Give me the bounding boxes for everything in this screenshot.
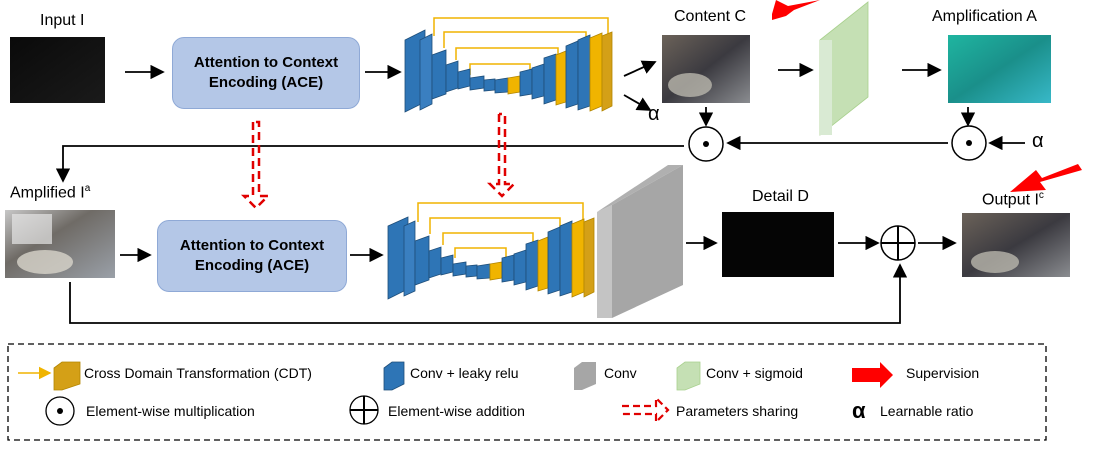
legend-cdt: Cross Domain Transformation (CDT) (84, 365, 312, 381)
add-operator (880, 225, 916, 261)
supervision-arrow-content (772, 0, 820, 20)
sharing-arrow-unet (486, 112, 518, 198)
legend-sharing: Parameters sharing (676, 403, 799, 419)
input-label: Input I (40, 12, 85, 29)
sharing-arrow-ace (240, 120, 272, 210)
output-label-text: Output I (982, 191, 1039, 209)
multiply-legend-icon (45, 396, 75, 426)
legend-ratio: Learnable ratio (880, 403, 974, 419)
legend-add: Element-wise addition (388, 403, 525, 419)
output-label-superscript: c (1038, 190, 1044, 201)
ace-box-bottom: Attention to Context Encoding (ACE) (157, 220, 347, 292)
sharing-legend-icon (622, 395, 670, 425)
supervision-icon (852, 362, 893, 388)
legend-supervision: Supervision (906, 365, 980, 381)
amplification-label: Amplification A (932, 8, 1037, 25)
content-image-detail (668, 73, 712, 97)
add-legend-icon (349, 395, 379, 425)
unet-bottom (387, 202, 595, 300)
ace-box-top: Attention to Context Encoding (ACE) (172, 37, 360, 109)
alpha-right: α (1032, 130, 1044, 152)
detail-label: Detail D (752, 188, 809, 205)
output-image-detail (971, 251, 1019, 273)
ace-bottom-line1: Attention to Context (179, 237, 325, 254)
legend-conv-sigmoid: Conv + sigmoid (706, 365, 803, 381)
unet-top (404, 17, 613, 113)
conv-green-block-side (820, 40, 832, 135)
legend-box (7, 343, 1047, 441)
amplified-image-plate (17, 250, 73, 274)
conv-gray-block-top (597, 165, 683, 212)
ace-top-line2: Encoding (ACE) (208, 74, 324, 91)
ace-bottom-line2: Encoding (ACE) (194, 257, 310, 274)
content-label: Content C (674, 8, 747, 25)
amplification-image (948, 35, 1051, 103)
conv-sigmoid-icon (676, 361, 701, 391)
input-image (10, 37, 105, 103)
supervision-arrow-output (1010, 164, 1082, 192)
output-label: Output Ic (982, 190, 1044, 209)
amplified-image-detail (12, 214, 52, 244)
amplified-label-text: Amplified I (10, 184, 85, 202)
amplified-label-superscript: a (84, 183, 91, 194)
conv-gray-block (597, 205, 612, 318)
amplified-label: Amplified Ia (10, 183, 90, 202)
alpha-top: α (648, 103, 660, 125)
detail-image (722, 212, 834, 277)
conv-icon (574, 362, 596, 390)
connections (55, 60, 1025, 324)
multiply-operator-right (951, 125, 987, 161)
conv-leaky-icon (383, 361, 405, 391)
multiply-operator-left (688, 126, 724, 162)
conv-gray-block-front (612, 165, 683, 318)
cdt-icon (53, 361, 81, 391)
ace-top-line1: Attention to Context (193, 54, 339, 71)
legend-alpha-symbol: α (852, 398, 866, 423)
legend-conv-leaky: Conv + leaky relu (410, 365, 519, 381)
legend-conv: Conv (604, 365, 637, 381)
legend-mult: Element-wise multiplication (86, 403, 255, 419)
